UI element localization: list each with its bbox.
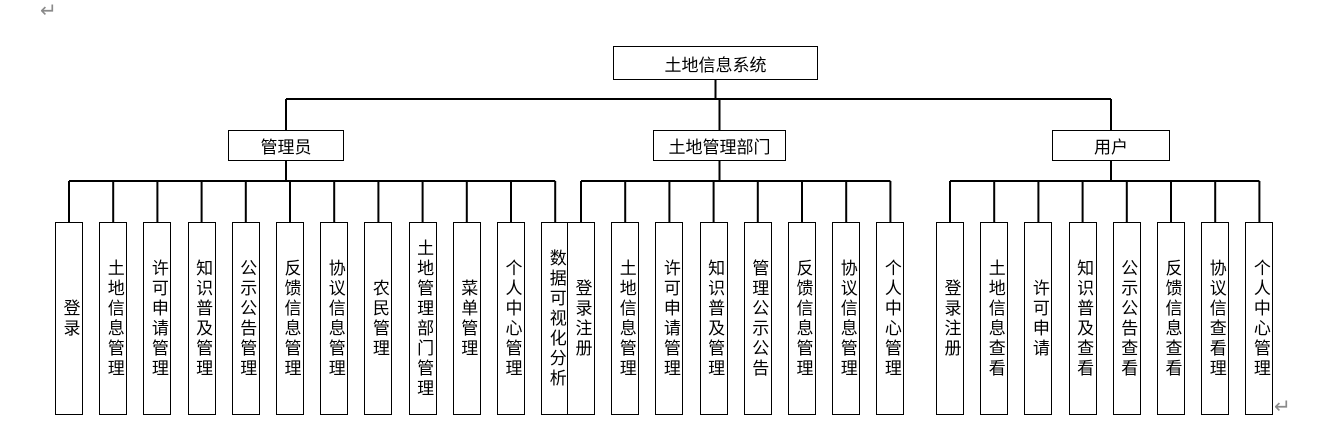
leaf-node-1-6-label: 协议信息管理 — [836, 258, 857, 379]
leaf-node-0-11-label: 数据可视化分析 — [545, 248, 566, 389]
leaf-node-1-5-label: 反馈信息管理 — [792, 258, 813, 379]
leaf-node-2-6-label: 协议信查看理 — [1205, 258, 1226, 379]
leaf-node-2-4: 公示公告查看 — [1112, 222, 1141, 415]
root-node: 土地信息系统 — [613, 46, 818, 80]
leaf-node-1-6: 协议信息管理 — [832, 222, 861, 415]
leaf-node-0-1: 土地信息管理 — [99, 222, 128, 415]
leaf-node-1-5: 反馈信息管理 — [788, 222, 816, 415]
leaf-node-0-10: 个人中心管理 — [497, 222, 525, 415]
leaf-node-2-5-label: 反馈信息查看 — [1161, 258, 1182, 379]
leaf-node-1-0: 登录注册 — [567, 222, 595, 415]
leaf-node-0-9: 菜单管理 — [452, 222, 481, 415]
leaf-node-0-7: 农民管理 — [364, 222, 393, 415]
leaf-node-1-1: 土地信息管理 — [611, 222, 640, 415]
leaf-node-0-5-label: 反馈信息管理 — [280, 258, 301, 379]
leaf-node-0-3-label: 知识普及管理 — [192, 258, 213, 379]
leaf-node-0-2: 许可申请管理 — [143, 222, 172, 415]
leaf-node-2-0-label: 登录注册 — [940, 278, 961, 359]
root-node-label: 土地信息系统 — [664, 55, 767, 76]
group-node-2: 用户 — [1052, 130, 1170, 161]
leaf-node-0-1-label: 土地信息管理 — [103, 258, 124, 379]
leaf-node-0-4: 公示公告管理 — [231, 222, 260, 415]
leaf-node-0-11: 数据可视化分析 — [541, 222, 570, 415]
leaf-node-2-0: 登录注册 — [936, 222, 964, 415]
group-node-0: 管理员 — [228, 130, 344, 161]
leaf-node-1-2: 许可申请管理 — [655, 222, 684, 415]
group-node-2-label: 用户 — [1094, 138, 1128, 158]
leaf-node-0-3: 知识普及管理 — [187, 222, 216, 415]
leaf-node-0-6-label: 协议信息管理 — [324, 258, 345, 379]
leaf-node-1-7: 个人中心管理 — [876, 222, 905, 415]
leaf-node-0-7-label: 农民管理 — [368, 278, 389, 359]
leaf-node-0-0-label: 登录 — [59, 298, 80, 339]
leaf-node-2-1-label: 土地信息查看 — [984, 258, 1005, 379]
leaf-node-0-10-label: 个人中心管理 — [501, 258, 522, 379]
leaf-node-2-2-label: 许可申请 — [1028, 278, 1049, 359]
leaf-node-0-8-label: 土地管理部门管理 — [413, 238, 434, 399]
leaf-node-2-7: 个人中心管理 — [1245, 222, 1274, 415]
leaf-node-0-0: 登录 — [55, 222, 83, 415]
leaf-node-2-7-label: 个人中心管理 — [1249, 258, 1270, 379]
leaf-node-0-9-label: 菜单管理 — [457, 278, 478, 359]
leaf-node-2-4-label: 公示公告查看 — [1117, 258, 1138, 379]
leaf-node-1-3: 知识普及管理 — [699, 222, 728, 415]
paragraph-mark-top: ↵ — [40, 0, 57, 22]
leaf-node-2-2: 许可申请 — [1024, 222, 1053, 415]
leaf-node-2-3-label: 知识普及查看 — [1073, 258, 1094, 379]
leaf-node-2-3: 知识普及查看 — [1068, 222, 1097, 415]
leaf-node-0-2-label: 许可申请管理 — [147, 258, 168, 379]
leaf-node-2-1: 土地信息查看 — [980, 222, 1009, 415]
leaf-node-1-7-label: 个人中心管理 — [880, 258, 901, 379]
leaf-node-0-6: 协议信息管理 — [320, 222, 349, 415]
leaf-node-1-3-label: 知识普及管理 — [704, 258, 725, 379]
leaf-node-1-4-label: 管理公示公告 — [748, 258, 769, 379]
leaf-node-1-2-label: 许可申请管理 — [659, 258, 680, 379]
leaf-node-0-4-label: 公示公告管理 — [236, 258, 257, 379]
leaf-node-0-8: 土地管理部门管理 — [408, 222, 437, 415]
group-node-1: 土地管理部门 — [653, 130, 786, 161]
leaf-node-1-0-label: 登录注册 — [571, 278, 592, 359]
group-node-0-label: 管理员 — [260, 138, 312, 158]
group-node-1-label: 土地管理部门 — [668, 138, 771, 158]
leaf-node-1-1-label: 土地信息管理 — [615, 258, 636, 379]
leaf-node-2-6: 协议信查看理 — [1201, 222, 1230, 415]
leaf-node-2-5: 反馈信息查看 — [1157, 222, 1185, 415]
leaf-node-0-5: 反馈信息管理 — [276, 222, 304, 415]
paragraph-mark-bottom: ↵ — [1274, 394, 1291, 418]
leaf-node-1-4: 管理公示公告 — [743, 222, 772, 415]
